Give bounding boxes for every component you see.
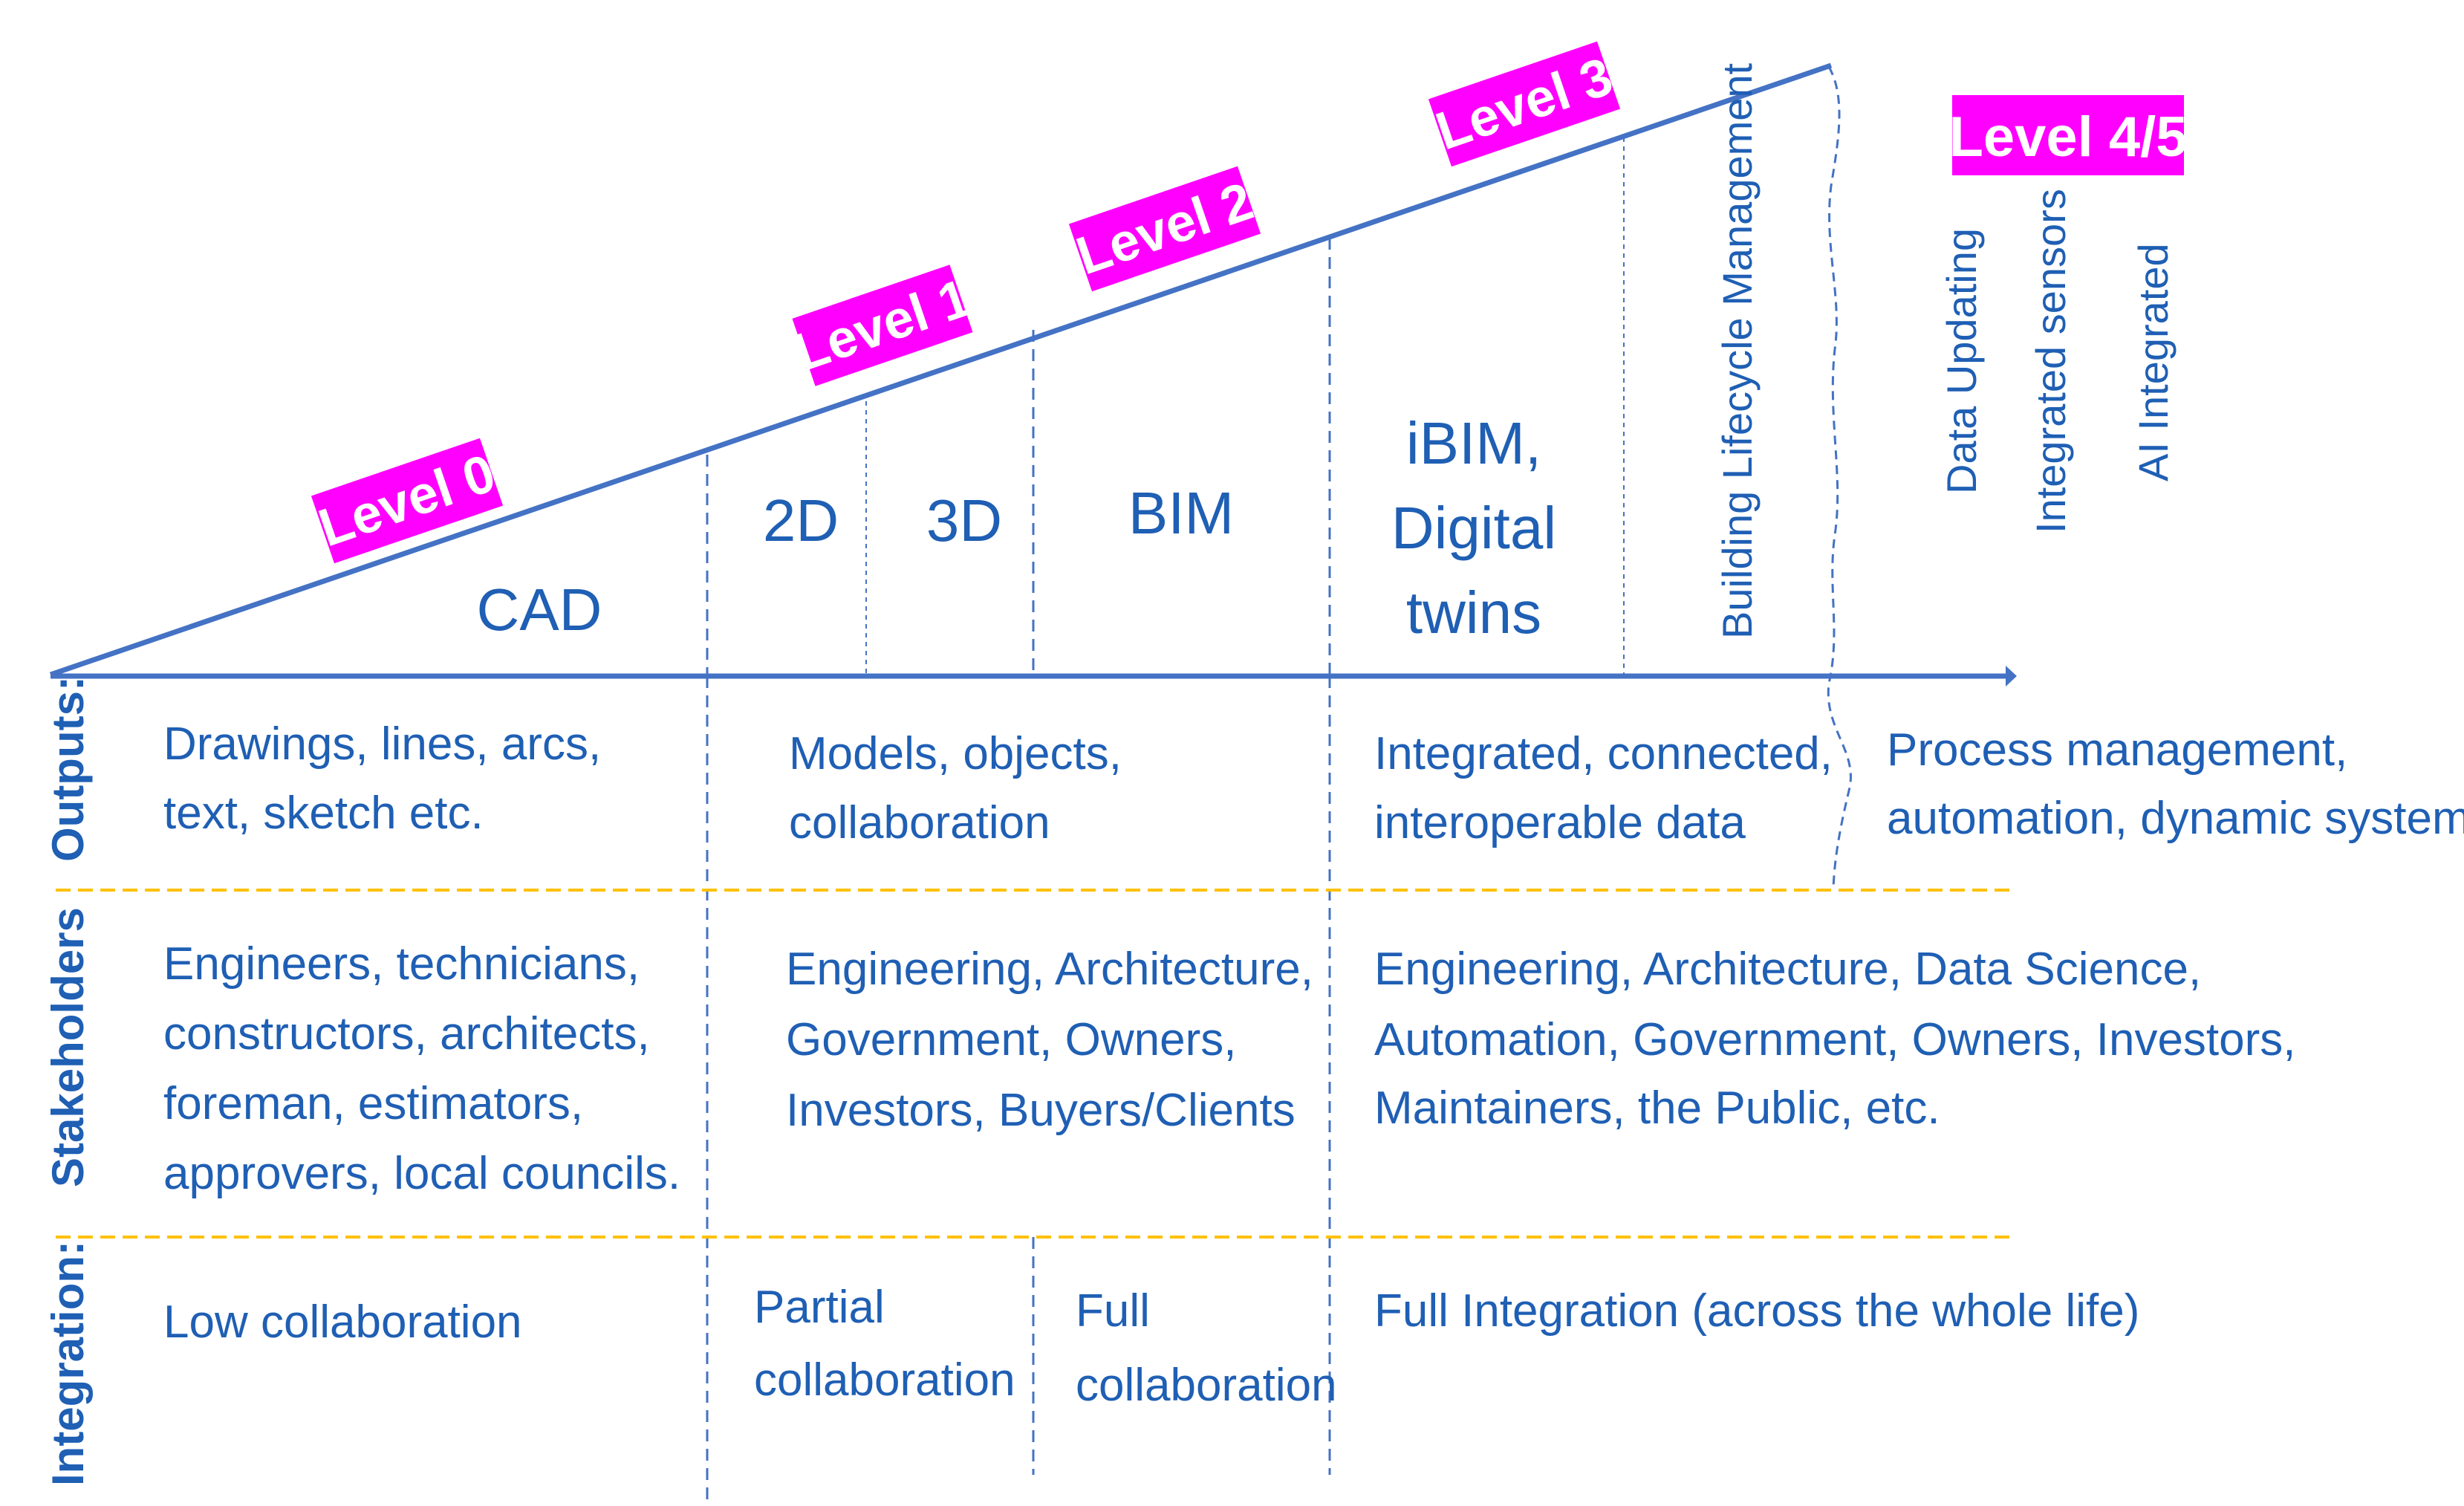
level-1-badge: Level 1: [787, 264, 978, 386]
outputs-col2-line2: collaboration: [789, 797, 1050, 848]
integration-col2-line1: Partial: [754, 1282, 885, 1333]
stakeholders-col3-line3: Maintainers, the Public, etc.: [1374, 1083, 1940, 1134]
level-4-5-badge: Level 4/5: [1948, 95, 2188, 175]
stakeholders-col1-line2: constructors, architects,: [163, 1008, 650, 1059]
level-2-badge: Level 2: [1068, 166, 1261, 292]
maturity-diagonal-line: [49, 62, 1833, 678]
integration-col4: Full Integration (across the whole life): [1374, 1285, 2139, 1337]
future-data-updating: Data Updating: [1938, 228, 1985, 494]
stage-ibim-line3: twins: [1406, 580, 1541, 646]
outputs-col2-line1: Models, objects,: [789, 728, 1122, 779]
stage-bim: BIM: [1128, 480, 1234, 546]
stage-2d: 2D: [763, 487, 839, 554]
outputs-col4-line2: automation, dynamic systems.: [1887, 793, 2464, 844]
level-3-label: Level 3: [1429, 47, 1620, 162]
outputs-col1-line1: Drawings, lines, arcs,: [163, 718, 601, 770]
stakeholders-col2-line3: Investors, Buyers/Clients: [786, 1085, 1296, 1136]
future-ai-integrated: AI Integrated: [2130, 243, 2177, 481]
stakeholders-col3-line1: Engineering, Architecture, Data Science,: [1374, 944, 2201, 995]
stakeholders-col1-line4: approvers, local councils.: [163, 1148, 680, 1199]
stakeholders-col2-line1: Engineering, Architecture,: [786, 944, 1313, 995]
stage-lifecycle: Building Lifecycle Management: [1714, 62, 1761, 639]
stakeholders-col1-line3: foreman, estimators,: [163, 1078, 583, 1129]
outputs-col3-line2: interoperable data: [1374, 797, 1746, 848]
outputs-col3-line1: Integrated, connected,: [1374, 728, 1833, 779]
stage-ibim-line2: Digital: [1391, 495, 1556, 561]
integration-col1: Low collaboration: [163, 1296, 522, 1348]
outputs-col1-line2: text, sketch etc.: [163, 788, 484, 839]
row-label-outputs: Outputs:: [43, 676, 93, 862]
level-0-label: Level 0: [312, 444, 503, 559]
stage-3d: 3D: [926, 487, 1002, 554]
stakeholders-col1-line1: Engineers, technicians,: [163, 938, 640, 990]
integration-col3-line1: Full: [1076, 1285, 1150, 1337]
row-label-stakeholders: Stakeholders: [43, 907, 93, 1187]
integration-col3-line2: collaboration: [1076, 1360, 1337, 1411]
wavy-boundary: [1827, 66, 1852, 889]
stage-cad: CAD: [477, 577, 602, 643]
stakeholders-col3-line2: Automation, Government, Owners, Investor…: [1374, 1014, 2296, 1065]
axis-arrowhead: [2006, 666, 2017, 687]
future-integrated-sensors: Integrated sensors: [2027, 189, 2074, 533]
row-label-integration: Integration:: [43, 1241, 93, 1486]
outputs-col4-line1: Process management,: [1887, 724, 2347, 776]
stakeholders-col2-line2: Government, Owners,: [786, 1014, 1236, 1065]
level-4-5-label: Level 4/5: [1948, 106, 2187, 169]
level-0-badge: Level 0: [311, 438, 504, 564]
integration-col2-line2: collaboration: [754, 1354, 1015, 1406]
stage-ibim-line1: iBIM,: [1406, 410, 1541, 476]
